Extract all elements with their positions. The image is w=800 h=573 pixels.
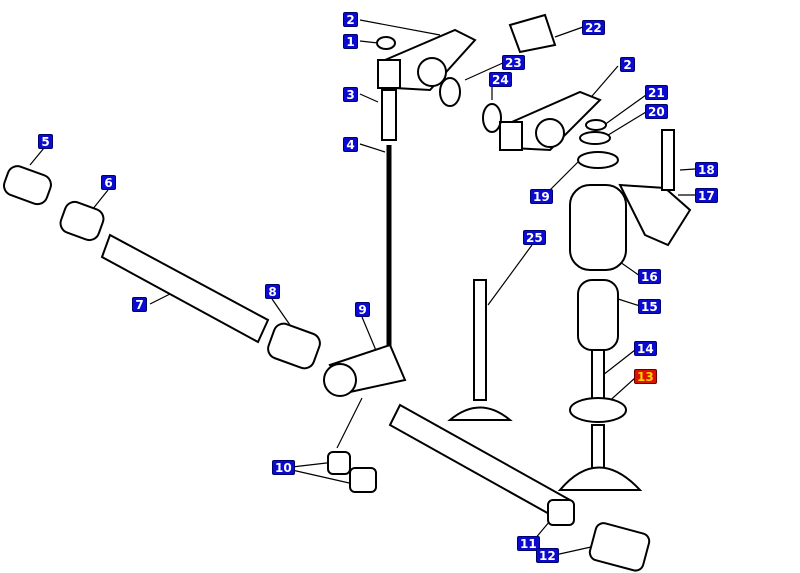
rocker-arm-upper (377, 28, 477, 92)
callout-22[interactable]: 22 (582, 20, 605, 35)
circlip-23 (439, 77, 461, 107)
callout-6[interactable]: 6 (101, 175, 116, 190)
adjusting-screw (381, 89, 397, 141)
callout-13-selected[interactable]: 13 (634, 369, 657, 384)
callout-19[interactable]: 19 (530, 189, 553, 204)
rocker-bracket-17 (618, 183, 692, 247)
callout-1[interactable]: 1 (343, 34, 358, 49)
callout-9[interactable]: 9 (355, 302, 370, 317)
washer-24 (482, 103, 502, 133)
callout-8[interactable]: 8 (265, 284, 280, 299)
bushings-5 (3, 165, 52, 206)
callout-4[interactable]: 4 (343, 137, 358, 152)
bolt-18 (661, 129, 675, 191)
callout-2[interactable]: 2 (343, 12, 358, 27)
valve-assembly (557, 151, 643, 491)
callout-3[interactable]: 3 (343, 87, 358, 102)
callout-5[interactable]: 5 (38, 134, 53, 149)
callout-16[interactable]: 16 (638, 269, 661, 284)
bushing-10a (327, 451, 351, 475)
callout-14[interactable]: 14 (634, 341, 657, 356)
callout-20[interactable]: 20 (645, 104, 668, 119)
callout-17[interactable]: 17 (695, 188, 718, 203)
cap-21 (585, 119, 607, 131)
callout-7[interactable]: 7 (132, 297, 147, 312)
callout-15[interactable]: 15 (638, 299, 661, 314)
callout-12[interactable]: 12 (536, 548, 559, 563)
bushing-10b (349, 467, 377, 493)
callout-10[interactable]: 10 (272, 460, 295, 475)
callout-2[interactable]: 2 (620, 57, 635, 72)
spacer-12 (588, 522, 651, 572)
callout-18[interactable]: 18 (695, 162, 718, 177)
plug-11 (547, 499, 575, 526)
rocker-shaft-lower (388, 403, 572, 522)
rocker-shaft-upper (100, 233, 270, 344)
collet-20 (579, 131, 611, 145)
rocker-arm-9 (323, 343, 407, 397)
spacer-6 (59, 200, 105, 242)
spacer-8 (267, 322, 321, 370)
bushing-22 (508, 13, 557, 54)
callout-25[interactable]: 25 (523, 230, 546, 245)
callout-11[interactable]: 11 (517, 536, 540, 551)
callout-23[interactable]: 23 (502, 55, 525, 70)
nut (376, 36, 396, 50)
callout-24[interactable]: 24 (489, 72, 512, 87)
callout-21[interactable]: 21 (645, 85, 668, 100)
valve-25 (447, 279, 513, 421)
rocker-arm-lower (499, 90, 602, 152)
